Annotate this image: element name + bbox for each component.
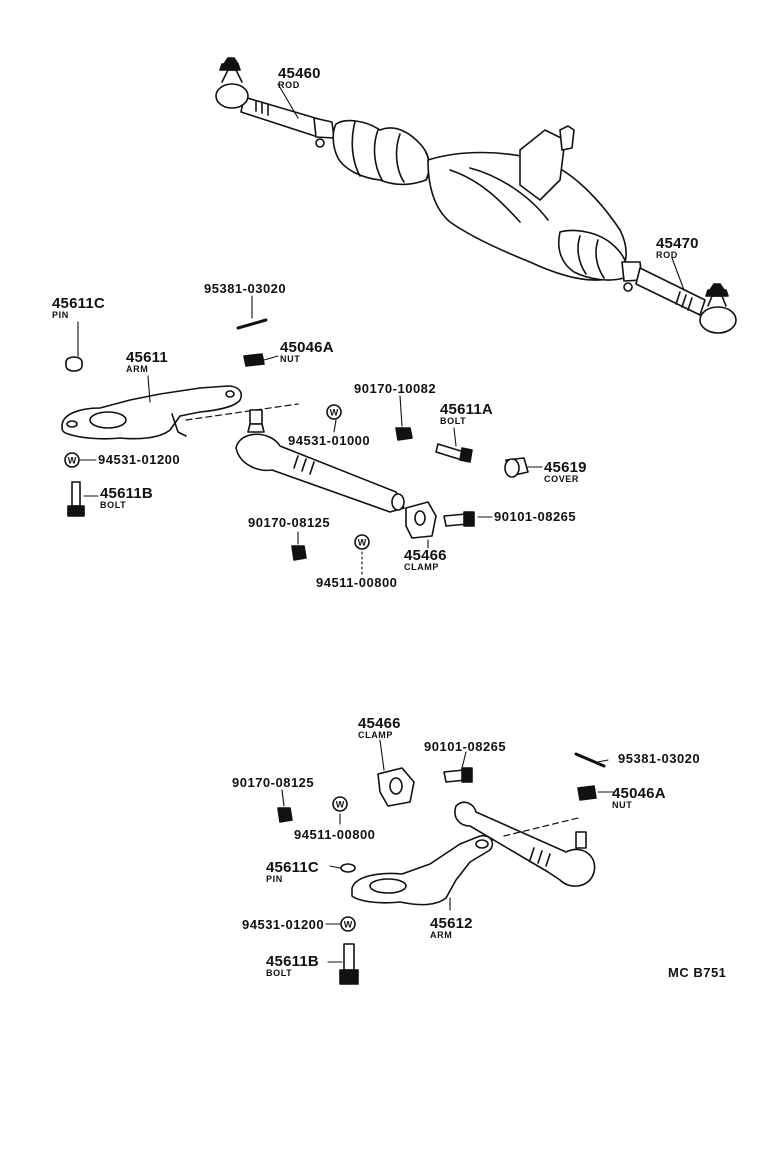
part-number: 45470 — [656, 235, 699, 252]
part-number: 45466 — [358, 715, 401, 732]
callout-clamp: 45466 CLAMP — [404, 548, 447, 572]
callout-lower-pin: 45611C PIN — [266, 860, 319, 884]
callout-bolt-c: 90101-08265 — [494, 509, 577, 524]
part-name: CLAMP — [404, 562, 439, 572]
callout-lower-nut-3: 90170-08125 — [232, 775, 315, 790]
clamp-part — [405, 501, 437, 539]
part-name: ROD — [656, 250, 678, 260]
part-name: ARM — [126, 364, 149, 374]
part-number: 45611C — [52, 295, 105, 312]
part-name: CLAMP — [358, 730, 393, 740]
part-number: 45046A — [612, 785, 666, 802]
callout-bolt-a: 45611A BOLT — [440, 402, 493, 426]
bolt-b-part — [71, 481, 81, 507]
callout-rod-left: 45460 ROD — [278, 66, 321, 90]
part-number: 45611B — [266, 953, 319, 970]
part-number: 45612 — [430, 915, 473, 932]
callout-washer-a: 94531-01000 — [288, 433, 371, 448]
part-name: NUT — [612, 800, 633, 810]
part-name: PIN — [52, 310, 69, 320]
arm-part — [61, 385, 243, 440]
part-name: BOLT — [440, 416, 467, 426]
callout-lower-nut: 45046A NUT — [612, 786, 666, 810]
washer-mark-0: W — [330, 408, 339, 418]
washer-part — [326, 404, 342, 420]
callout-cotter-pin: 95381-03020 — [204, 281, 287, 296]
callout-lower-washer-c: 94511-00800 — [294, 827, 376, 842]
callout-bolt-b: 45611B BOLT — [100, 486, 153, 510]
callout-lower-washer-b: 94531-01200 — [242, 917, 325, 932]
part-name: BOLT — [266, 968, 293, 978]
callout-rod-right: 45470 ROD — [656, 236, 699, 260]
washer-mark-4: W — [344, 920, 353, 930]
callout-nut-3: 90170-08125 — [248, 515, 331, 530]
part-name: COVER — [544, 474, 580, 484]
callout-lower-arm: 45612 ARM — [430, 916, 473, 940]
callout-lower-cotter-pin: 95381-03020 — [618, 751, 701, 766]
callout-arm: 45611 ARM — [126, 350, 168, 374]
part-number: 45611 — [126, 349, 168, 366]
castle-nut-part — [243, 353, 265, 367]
part-name: PIN — [266, 874, 283, 884]
diagram-code: MC B751 — [668, 965, 727, 980]
cotter-pin-part — [236, 318, 268, 330]
callout-pin: 45611C PIN — [52, 296, 105, 320]
washer-mark-3: W — [336, 800, 345, 810]
callout-washer-b: 94531-01200 — [98, 452, 181, 467]
callout-lower-bolt-b: 45611B BOLT — [266, 954, 319, 978]
part-number: 45611C — [266, 859, 319, 876]
washer-mark-2: W — [358, 538, 367, 548]
callout-washer-c: 94511-00800 — [316, 575, 398, 590]
part-number: 45460 — [278, 65, 321, 82]
callout-cover: 45619 COVER — [544, 460, 587, 484]
callout-lower-bolt-c: 90101-08265 — [424, 739, 507, 754]
washer-mark-1: W — [68, 456, 77, 466]
part-number: 45466 — [404, 547, 447, 564]
callout-lower-clamp: 45466 CLAMP — [358, 716, 401, 740]
part-name: ARM — [430, 930, 453, 940]
part-number: 45611B — [100, 485, 153, 502]
part-name: BOLT — [100, 500, 127, 510]
steering-rack-assembly — [215, 57, 737, 334]
part-number: 45619 — [544, 459, 587, 476]
part-name: ROD — [278, 80, 300, 90]
part-name: NUT — [280, 354, 301, 364]
part-number: 45046A — [280, 339, 334, 356]
nut-part — [395, 427, 413, 441]
callout-nut: 45046A NUT — [280, 340, 334, 364]
callout-nut-2: 90170-10082 — [354, 381, 437, 396]
part-number: 45611A — [440, 401, 493, 418]
